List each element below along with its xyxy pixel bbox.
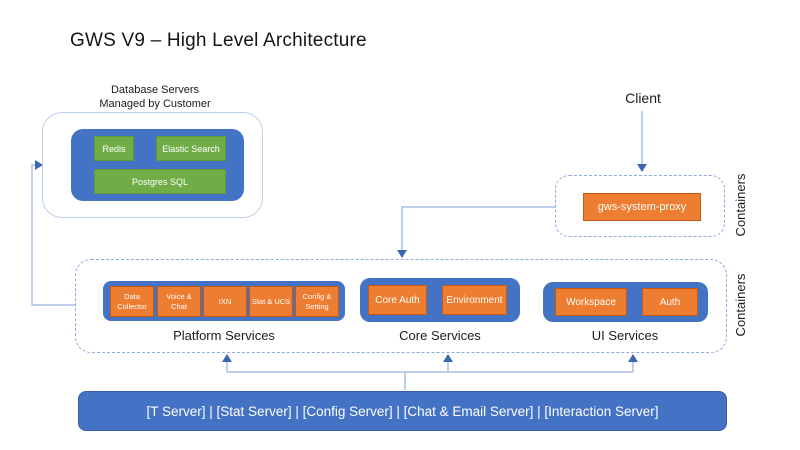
node-environment: Environment [442,285,507,315]
database-group-frame: Redis Elastic Search Postgres SQL [42,112,263,218]
node-stat-ucs: Stat & UCS [249,286,293,317]
database-group-label: Database Servers Managed by Customer [55,83,255,112]
node-redis: Redis [94,136,134,161]
node-workspace: Workspace [555,288,627,316]
node-ixn: IXN [203,286,247,317]
node-elastic-search: Elastic Search [156,136,226,161]
arrowhead-down-services [397,250,407,258]
core-services-label: Core Services [399,328,481,343]
database-group-label-line1: Database Servers [110,84,200,96]
node-gws-system-proxy: gws-system-proxy [583,193,701,221]
services-container-side-label: Containers [733,273,748,337]
database-group-box: Redis Elastic Search Postgres SQL [71,129,244,201]
arrowhead-up-core [443,354,453,362]
ui-services-box: Workspace Auth [543,282,708,322]
node-auth: Auth [642,288,698,316]
platform-services-label: Platform Services [173,328,275,343]
node-data-collector: Data Collector [110,286,154,317]
backend-servers-bar: [T Server] | [Stat Server] | [Config Ser… [78,391,727,431]
node-core-auth: Core Auth [368,285,427,315]
arrow-proxy-to-services [401,206,555,251]
node-postgres-sql: Postgres SQL [94,169,226,194]
proxy-container-side-label: Containers [733,173,748,237]
arrowhead-down-proxy [637,164,647,172]
node-config-setting: Config & Setting [295,286,339,317]
proxy-container-frame: gws-system-proxy [555,175,725,237]
platform-services-box: Data Collector Voice & Chat IXN Stat & U… [103,281,345,321]
page-title: GWS V9 – High Level Architecture [70,30,367,51]
arrow-bar-to-services [226,361,634,390]
core-services-box: Core Auth Environment [360,278,520,322]
database-group-label-line2: Managed by Customer [99,98,211,111]
node-voice-chat: Voice & Chat [157,286,201,317]
arrowhead-up-ui [628,354,638,362]
client-label: Client [625,90,661,106]
arrowhead-up-platform [222,354,232,362]
ui-services-label: UI Services [591,328,659,343]
services-container-frame [75,259,727,353]
